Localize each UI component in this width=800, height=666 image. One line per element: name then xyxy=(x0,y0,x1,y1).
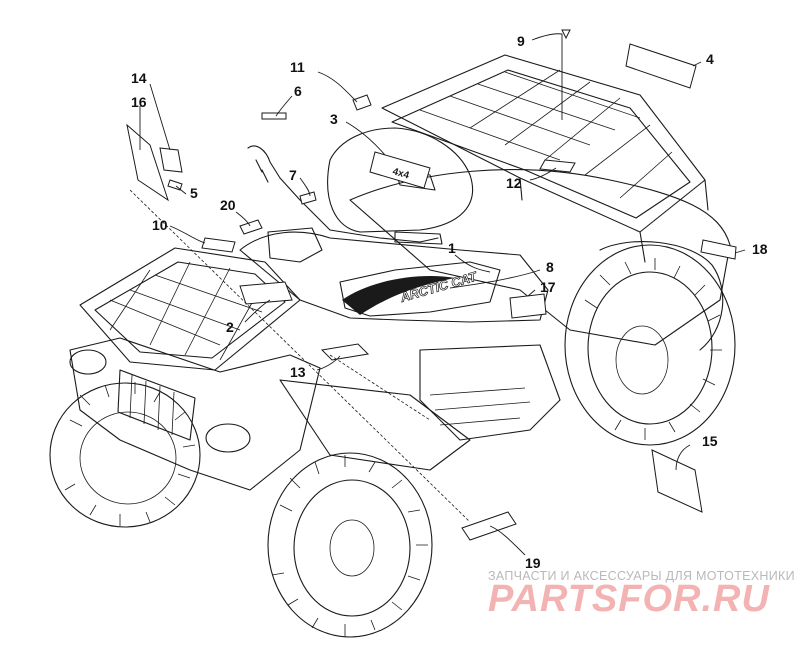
watermark-logo: PARTSFOR.RU xyxy=(488,578,770,620)
callout-10: 10 xyxy=(152,217,168,233)
decal-1-text: ARCTIC CAT xyxy=(398,269,480,306)
callout-9: 9 xyxy=(517,33,525,49)
callout-3: 3 xyxy=(330,111,338,127)
decal-6 xyxy=(261,112,287,120)
callout-5: 5 xyxy=(190,185,198,201)
callout-19: 19 xyxy=(525,555,541,571)
decal-20 xyxy=(239,219,263,235)
callout-11: 11 xyxy=(290,59,305,75)
callout-14: 14 xyxy=(131,70,147,86)
decal-7 xyxy=(299,191,317,205)
callout-labels: 1 2 3 4 5 6 7 8 9 10 11 12 13 14 15 16 1… xyxy=(131,33,768,571)
main-body xyxy=(239,231,549,323)
decal-15 xyxy=(651,449,703,513)
callout-7: 7 xyxy=(289,167,297,183)
decal-3-text: 4x4 xyxy=(391,166,410,181)
decal-13 xyxy=(320,343,370,361)
front-nose xyxy=(69,337,471,491)
callout-15: 15 xyxy=(702,433,718,449)
decal-3 xyxy=(369,151,431,189)
callout-16: 16 xyxy=(131,94,147,110)
decal-10 xyxy=(201,237,236,253)
decal-19 xyxy=(461,511,517,541)
callout-6: 6 xyxy=(294,83,302,99)
callout-13: 13 xyxy=(290,364,306,380)
leader-lines xyxy=(129,33,746,556)
decal-5 xyxy=(167,179,183,191)
decal-4 xyxy=(625,43,697,89)
front-rack xyxy=(79,247,301,371)
decal-18 xyxy=(700,239,737,260)
callout-2: 2 xyxy=(226,319,234,335)
decal-12 xyxy=(539,159,576,173)
callout-8: 8 xyxy=(546,259,554,275)
rear-wheel xyxy=(564,244,736,446)
decal-14 xyxy=(159,147,183,173)
callout-4: 4 xyxy=(706,51,714,67)
handlebar xyxy=(247,145,443,263)
rear-fender xyxy=(349,169,731,351)
callout-18: 18 xyxy=(752,241,768,257)
decal-11 xyxy=(352,94,372,111)
decal-9 xyxy=(561,29,571,40)
callout-17: 17 xyxy=(540,279,556,295)
front-right-wheel xyxy=(267,452,433,638)
decal-16 xyxy=(126,123,169,202)
watermark-subtitle: ЗАПЧАСТИ И АКСЕССУАРЫ ДЛЯ МОТОТЕХНИКИ xyxy=(488,569,795,583)
decals: 4x4 ARCTIC CAT xyxy=(126,29,737,541)
callout-20: 20 xyxy=(220,197,236,213)
front-left-wheel xyxy=(49,382,201,528)
rear-rack xyxy=(381,54,709,263)
decal-8-swoosh xyxy=(342,276,455,315)
decal-17 xyxy=(509,293,547,319)
callout-12: 12 xyxy=(506,175,522,191)
callout-1: 1 xyxy=(448,240,456,256)
decal-2 xyxy=(239,281,293,305)
footwell xyxy=(419,344,561,441)
